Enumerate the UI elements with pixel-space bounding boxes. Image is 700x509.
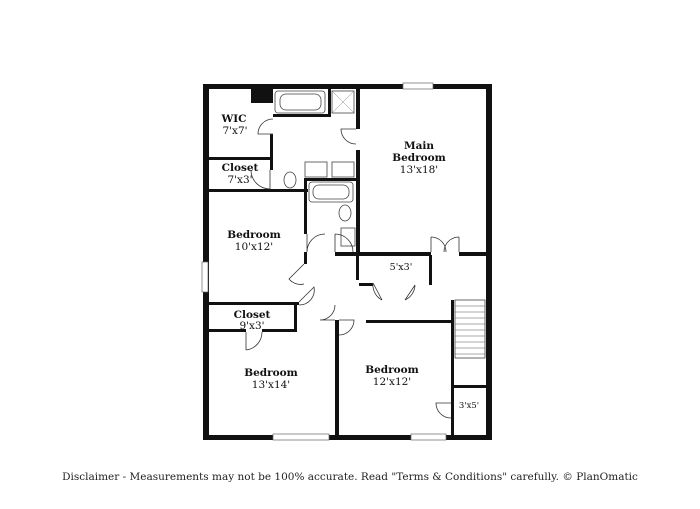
windows	[201, 82, 447, 441]
room-main-bedroom: Main Bedroom 13'x18'	[392, 140, 446, 176]
toilet-upper	[283, 171, 297, 189]
disclaimer-text: Disclaimer - Measurements may not be 100…	[62, 471, 638, 483]
interior-walls	[209, 89, 486, 440]
closet-upper-dims: 7'x3'	[227, 174, 252, 186]
main-bedroom-dims: 13'x18'	[400, 164, 438, 176]
fixtures	[274, 90, 486, 359]
bedroom-bottom-right-dims: 12'x12'	[373, 376, 411, 388]
closet-lower-label: Closet	[234, 309, 271, 321]
small-closet-dims: 3'x5'	[459, 401, 479, 411]
linen-closet-dims: 5'x3'	[390, 262, 413, 273]
bedroom-bottom-left-label: Bedroom	[244, 367, 298, 379]
bedroom-left-label: Bedroom	[227, 229, 281, 241]
bedroom-bottom-left-dims: 13'x14'	[252, 379, 290, 391]
exterior-walls	[203, 84, 492, 440]
room-closet-lower: Closet 9'x3'	[234, 309, 271, 332]
bedroom-bottom-right-label: Bedroom	[365, 364, 419, 376]
main-bedroom-label-2: Bedroom	[392, 152, 446, 164]
sink-lower	[340, 227, 356, 247]
wic-dims: 7'x7'	[222, 125, 247, 137]
room-linen-closet: 5'x3'	[390, 262, 413, 273]
room-bedroom-bottom-left: Bedroom 13'x14'	[244, 367, 298, 391]
room-closet-upper: Closet 7'x3'	[222, 162, 259, 186]
room-bedroom-bottom-right: Bedroom 12'x12'	[365, 364, 419, 388]
vanity-sink-upper-2	[304, 161, 328, 178]
vanity-sink-upper	[331, 161, 355, 178]
doors	[245, 118, 460, 419]
room-bedroom-left: Bedroom 10'x12'	[227, 229, 281, 253]
stairs	[454, 299, 486, 359]
main-bedroom-label-1: Main	[404, 140, 434, 152]
closet-lower-dims: 9'x3'	[239, 320, 264, 332]
bedroom-left-dims: 10'x12'	[235, 241, 273, 253]
room-small-closet: 3'x5'	[459, 401, 479, 411]
closet-upper-label: Closet	[222, 162, 259, 174]
room-wic: WIC 7'x7'	[220, 113, 247, 137]
wic-label: WIC	[220, 113, 246, 125]
toilet-lower	[338, 204, 352, 222]
